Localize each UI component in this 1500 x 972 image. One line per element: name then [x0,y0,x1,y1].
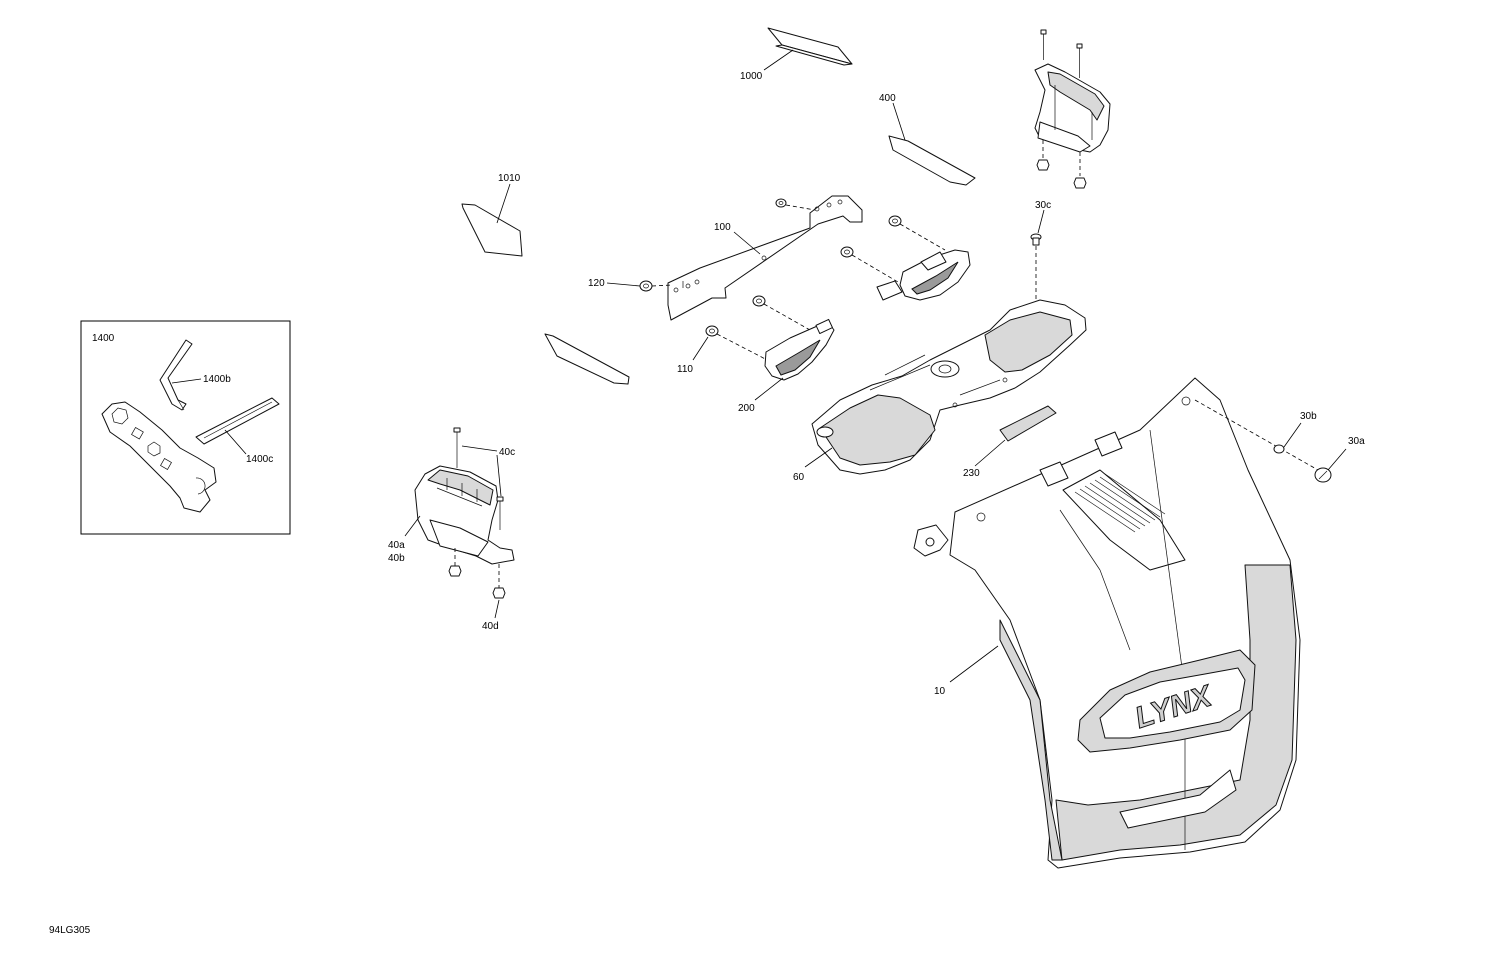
part-230-strip[interactable] [999,405,1057,442]
callout-200: 200 [738,403,755,414]
callout-1010: 1010 [498,173,521,184]
part-60-taillight-housing[interactable] [811,299,1087,475]
part-30c-fastener[interactable] [1030,233,1042,246]
axis-grommet-upper [785,204,816,211]
axis-grommet-mid [763,303,811,331]
part-1400c-tool-strip[interactable] [195,397,280,445]
part-40d-nut[interactable] [492,587,506,599]
leader-60 [804,447,833,468]
nut-upper-right-1[interactable] [1036,159,1050,171]
part-400-decal[interactable] [888,135,976,186]
grommet-upper[interactable] [775,198,787,208]
part-1400-spanner-wrench[interactable] [101,401,217,513]
grommet-right-2[interactable] [840,246,854,258]
callout-1400c: 1400c [246,454,273,465]
callout-30b: 30b [1300,411,1317,422]
callout-40d: 40d [482,621,499,632]
part-200-light-left[interactable] [764,318,835,381]
part-40c-screw-2[interactable] [496,496,504,530]
part-110-grommet[interactable] [705,325,719,337]
leader-1400c [224,429,247,455]
callout-100: 100 [714,222,731,233]
grommet-right-1[interactable] [888,215,902,227]
leader-30b [1283,422,1302,448]
axis-grommet-right-2 [851,254,899,283]
part-decal-lower[interactable] [544,333,630,385]
callout-40b: 40b [388,553,405,564]
leader-40a [404,515,421,537]
leader-30a [1327,448,1347,471]
screw-upper-right-1[interactable] [1040,29,1047,60]
callout-110: 110 [677,364,693,375]
part-bracket-upper-right[interactable] [1034,63,1111,153]
part-1400b-allen-key[interactable] [159,339,193,411]
leader-1010 [496,183,511,224]
callout-30c: 30c [1035,200,1051,211]
part-30b-washer[interactable] [1273,444,1285,454]
leader-400 [892,102,906,141]
callout-40a: 40a [388,540,405,551]
leader-100 [733,231,761,255]
callout-1400: 1400 [92,333,115,344]
callout-400: 400 [879,93,896,104]
leader-30c [1037,209,1045,234]
leader-40d [494,599,500,619]
part-10-rear-panel[interactable]: LYNX [913,377,1301,869]
part-1000-decal[interactable] [767,27,853,66]
leader-110 [692,336,709,361]
part-30a-fastener[interactable] [1314,467,1332,483]
leader-40c-2 [496,454,502,497]
leader-120 [606,282,641,287]
leader-40c-1 [461,445,498,452]
grommet-mid[interactable] [752,295,766,307]
part-40c-screw-1[interactable] [453,427,461,468]
leader-1400b [171,378,202,384]
screw-upper-right-2[interactable] [1076,43,1083,78]
drawing-code: 94LG305 [49,925,91,936]
part-120-grommet[interactable] [639,280,653,292]
part-40-bracket[interactable] [414,465,515,565]
part-200-light-right[interactable] [876,249,971,301]
nut-40-1[interactable] [448,565,462,577]
part-1010-decal[interactable] [461,203,523,257]
callout-1000: 1000 [740,71,763,82]
axis-grommet-right-1 [899,223,946,251]
callout-120: 120 [588,278,605,289]
leader-10 [949,645,999,683]
callout-40c: 40c [499,447,515,458]
callout-60: 60 [793,472,805,483]
panel-vent-grille [1074,473,1166,533]
axis-120 [651,284,673,287]
leader-200 [754,377,784,401]
leader-230 [974,439,1006,467]
part-100-bracket[interactable] [667,195,863,321]
callout-1400b: 1400b [203,374,231,385]
axis-30 [1194,399,1319,471]
callout-230: 230 [963,468,980,479]
callout-10: 10 [934,686,946,697]
leader-1000 [763,49,794,71]
callout-30a: 30a [1348,436,1365,447]
nut-upper-right-2[interactable] [1073,177,1087,189]
axis-110 [716,333,776,365]
